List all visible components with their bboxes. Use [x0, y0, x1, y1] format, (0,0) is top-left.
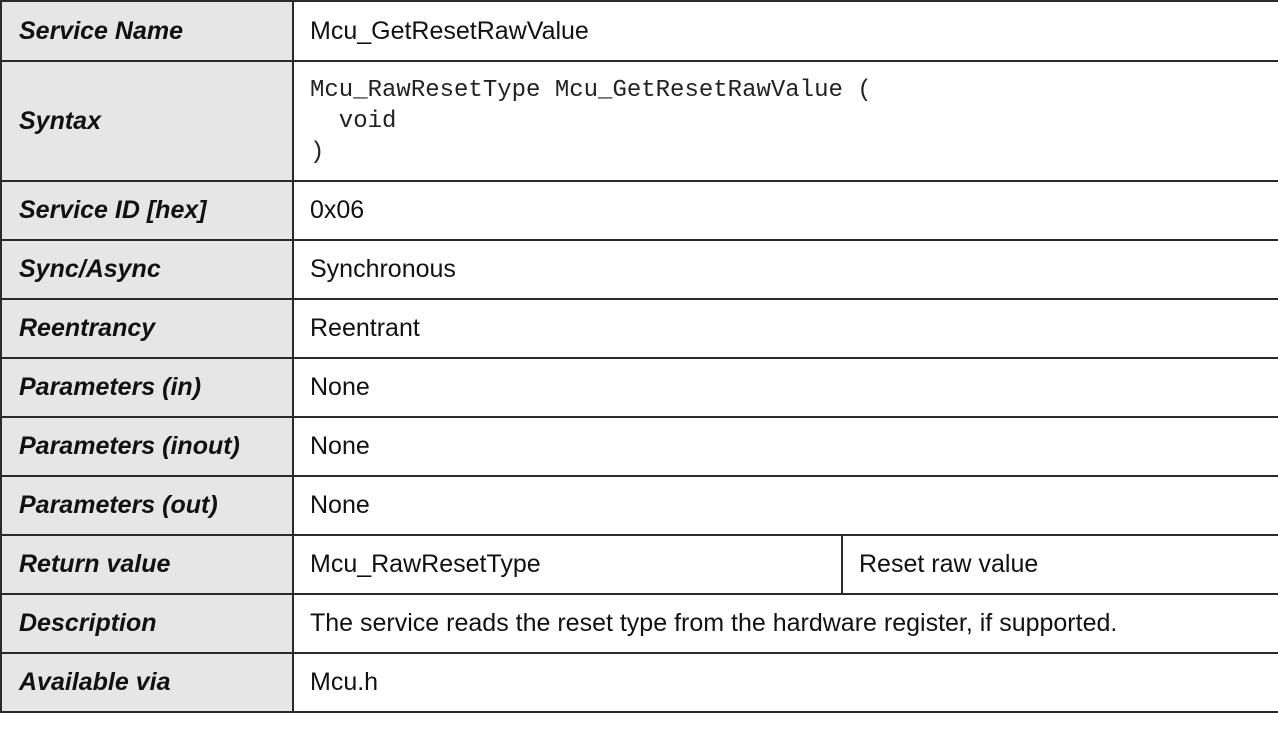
- service-name-value: Mcu_GetResetRawValue: [292, 0, 1278, 62]
- row-syntax: Syntax Mcu_RawResetType Mcu_GetResetRawV…: [0, 60, 1278, 182]
- syntax-line-2: void: [310, 107, 397, 135]
- sync-async-value: Synchronous: [292, 239, 1278, 300]
- return-value-label: Return value: [0, 534, 294, 595]
- service-spec-table: Service Name Mcu_GetResetRawValue Syntax…: [0, 0, 1278, 713]
- service-name-label: Service Name: [0, 0, 294, 62]
- parameters-inout-label: Parameters (inout): [0, 416, 294, 477]
- row-parameters-out: Parameters (out) None: [0, 475, 1278, 536]
- service-id-label: Service ID [hex]: [0, 180, 294, 241]
- row-reentrancy: Reentrancy Reentrant: [0, 298, 1278, 359]
- parameters-out-value: None: [292, 475, 1278, 536]
- sync-async-label: Sync/Async: [0, 239, 294, 300]
- parameters-inout-value: None: [292, 416, 1278, 477]
- syntax-value: Mcu_RawResetType Mcu_GetResetRawValue ( …: [292, 60, 1278, 182]
- available-via-label: Available via: [0, 652, 294, 713]
- description-label: Description: [0, 593, 294, 654]
- description-value: The service reads the reset type from th…: [292, 593, 1278, 654]
- available-via-value: Mcu.h: [292, 652, 1278, 713]
- row-service-id: Service ID [hex] 0x06: [0, 180, 1278, 241]
- row-return-value: Return value Mcu_RawResetType Reset raw …: [0, 534, 1278, 595]
- syntax-line-3: ): [310, 138, 325, 166]
- row-available-via: Available via Mcu.h: [0, 652, 1278, 713]
- return-value-type: Mcu_RawResetType: [292, 534, 843, 595]
- return-value-description: Reset raw value: [841, 534, 1278, 595]
- service-id-value: 0x06: [292, 180, 1278, 241]
- reentrancy-value: Reentrant: [292, 298, 1278, 359]
- reentrancy-label: Reentrancy: [0, 298, 294, 359]
- row-description: Description The service reads the reset …: [0, 593, 1278, 654]
- syntax-label: Syntax: [0, 60, 294, 182]
- syntax-line-1: Mcu_RawResetType Mcu_GetResetRawValue (: [310, 76, 872, 104]
- parameters-out-label: Parameters (out): [0, 475, 294, 536]
- row-parameters-inout: Parameters (inout) None: [0, 416, 1278, 477]
- parameters-in-value: None: [292, 357, 1278, 418]
- row-service-name: Service Name Mcu_GetResetRawValue: [0, 0, 1278, 62]
- parameters-in-label: Parameters (in): [0, 357, 294, 418]
- row-sync-async: Sync/Async Synchronous: [0, 239, 1278, 300]
- row-parameters-in: Parameters (in) None: [0, 357, 1278, 418]
